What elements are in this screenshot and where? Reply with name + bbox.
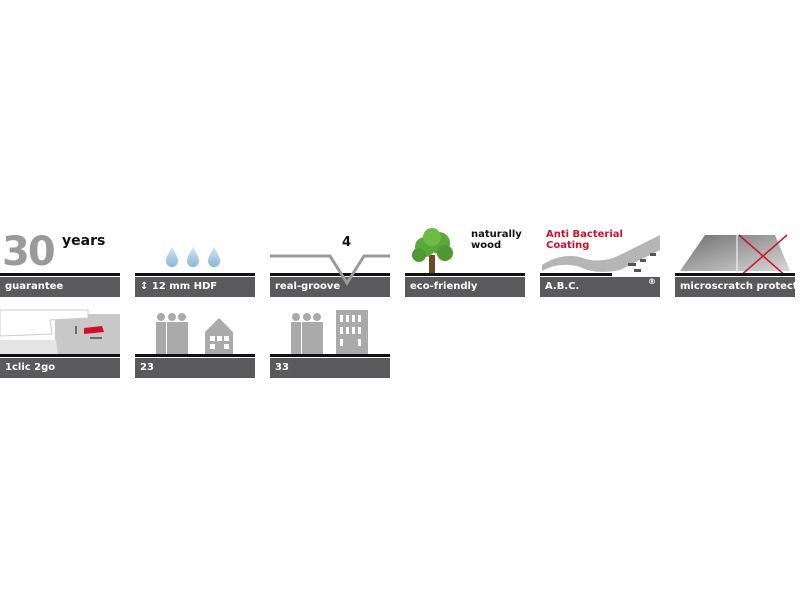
- divider: [135, 354, 255, 357]
- label-text: A.B.C.: [545, 281, 580, 292]
- feature-label: real-groove: [270, 277, 390, 297]
- water-drops-icon: [166, 247, 220, 267]
- feature-hdf: ↕ 12 mm HDF: [135, 225, 255, 297]
- feature-label: guarantee: [0, 277, 120, 297]
- divider: [0, 354, 120, 357]
- divider: [675, 273, 795, 276]
- click-joint-icon: [0, 309, 120, 354]
- feature-microscratch: microscratch protect: [675, 225, 798, 297]
- v-groove-icon: [270, 254, 390, 286]
- people-office-icon: [291, 310, 368, 354]
- divider: [270, 273, 390, 276]
- feature-real-groove: 4 real-groove: [270, 225, 390, 297]
- divider: [540, 273, 612, 276]
- divider: [405, 273, 525, 276]
- divider: [0, 273, 120, 276]
- years-number: 30: [2, 229, 56, 275]
- feature-label: ↕ 12 mm HDF: [135, 277, 255, 297]
- divider: [135, 273, 255, 276]
- feature-label: eco-friendly: [405, 277, 525, 297]
- feature-class-23: 23: [135, 306, 255, 378]
- thickness-arrow-icon: ↕: [140, 281, 149, 292]
- divider: [270, 354, 390, 357]
- scratch-crossed-icon: [680, 234, 790, 275]
- caption-line: Coating: [546, 240, 590, 251]
- caption-line: wood: [471, 240, 502, 251]
- antibacterial-coating-icon: [542, 235, 660, 272]
- tree-icon: [412, 228, 453, 273]
- feature-label: 1clic 2go: [0, 358, 120, 378]
- people-house-icon: [156, 313, 233, 354]
- groove-number: 4: [342, 235, 352, 250]
- feature-label: 33: [270, 358, 390, 378]
- caption-line: naturally: [471, 229, 522, 240]
- caption-line: Anti Bacterial: [546, 229, 623, 240]
- registered-mark: ®: [648, 277, 656, 286]
- feature-label: A.B.C. ®: [540, 277, 660, 297]
- feature-label: microscratch protect: [675, 277, 798, 297]
- years-text: years: [62, 233, 106, 249]
- feature-1clic2go: 1clic 2go: [0, 306, 120, 378]
- feature-label: 23: [135, 358, 255, 378]
- label-text: 12 mm HDF: [151, 281, 218, 292]
- feature-class-33: 33: [270, 306, 390, 378]
- feature-guarantee: 30 years guarantee: [0, 225, 120, 297]
